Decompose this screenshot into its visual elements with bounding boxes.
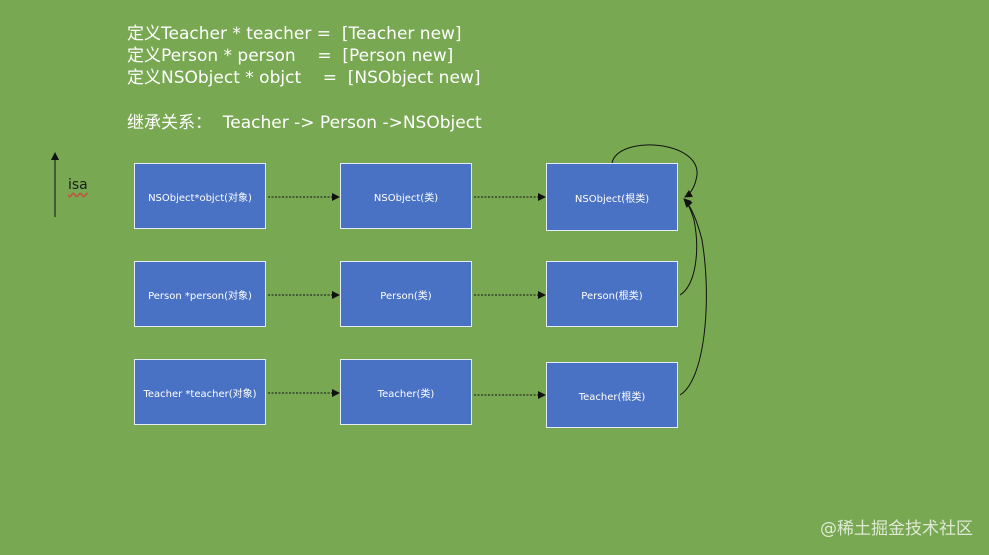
arrow-person-root-to-nsobject-root xyxy=(679,198,698,296)
teacher-class-label: Teacher(类) xyxy=(377,388,435,400)
nsobject-root-label: NSObject(根类) xyxy=(574,193,650,205)
watermark: @稀土掘金技术社区 xyxy=(820,519,973,539)
person-object-box: Person *person(对象) xyxy=(134,261,266,327)
person-root-box: Person(根类) xyxy=(546,261,678,327)
nsobject-class-label: NSObject(类) xyxy=(373,192,439,204)
nsobject-class-box: NSObject(类) xyxy=(340,163,472,229)
teacher-root-label: Teacher(根类) xyxy=(578,391,646,403)
teacher-object-label: Teacher *teacher(对象) xyxy=(143,388,257,400)
arrow-nsobject-root-self-loop xyxy=(611,144,698,198)
arrow-teacher-root-to-nsobject-root xyxy=(679,199,707,396)
teacher-object-box: Teacher *teacher(对象) xyxy=(134,359,266,425)
definition-person: 定义Person * person = [Person new] xyxy=(127,46,454,66)
inheritance-relationship: 继承关系： Teacher -> Person ->NSObject xyxy=(127,113,482,133)
teacher-class-box: Teacher(类) xyxy=(340,359,472,425)
person-class-label: Person(类) xyxy=(380,290,432,302)
nsobject-root-box: NSObject(根类) xyxy=(546,163,678,231)
person-class-box: Person(类) xyxy=(340,261,472,327)
teacher-root-box: Teacher(根类) xyxy=(546,362,678,428)
isa-label: isa xyxy=(68,177,88,193)
nsobject-object-label: NSObject*objct(对象) xyxy=(148,192,252,204)
definition-teacher: 定义Teacher * teacher = [Teacher new] xyxy=(127,24,462,44)
person-object-label: Person *person(对象) xyxy=(148,290,252,302)
nsobject-object-box: NSObject*objct(对象) xyxy=(134,163,266,229)
person-root-label: Person(根类) xyxy=(581,290,643,302)
definition-nsobject: 定义NSObject * objct = [NSObject new] xyxy=(127,68,481,88)
